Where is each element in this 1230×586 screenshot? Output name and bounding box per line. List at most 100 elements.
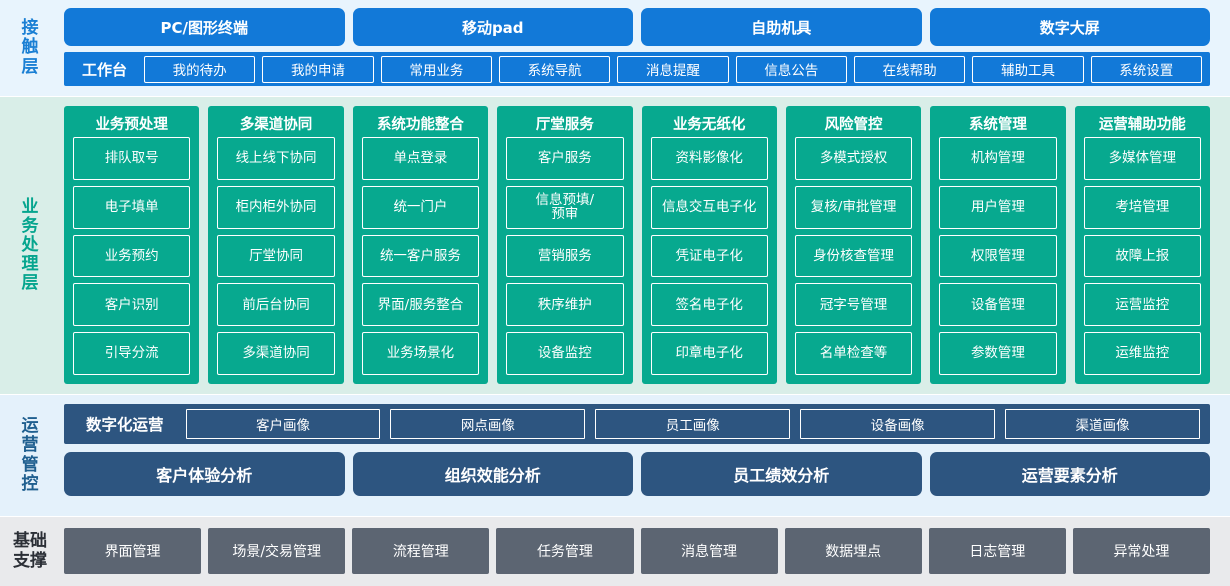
business-item[interactable]: 线上线下协同 <box>217 137 335 180</box>
layer-operations-label-char: 运 <box>21 416 39 437</box>
business-item[interactable]: 印章电子化 <box>650 332 768 375</box>
business-item[interactable]: 故障上报 <box>1083 234 1201 278</box>
analysis-employee-performance[interactable]: 员工绩效分析 <box>641 452 922 496</box>
business-item[interactable]: 营销服务 <box>506 234 624 278</box>
business-item[interactable]: 业务场景化 <box>361 332 480 375</box>
workbench-item-message-reminder[interactable]: 消息提醒 <box>617 55 729 83</box>
business-item[interactable]: 权限管理 <box>939 234 1057 278</box>
layer-business: 业 务 处 理 层 业务预处理 排队取号 电子填单 业务预约 客户识别 引导分流… <box>0 97 1230 394</box>
business-column-operation-support: 运营辅助功能 多媒体管理 考培管理 故障上报 运营监控 运维监控 <box>1074 106 1210 384</box>
portrait-device[interactable]: 设备画像 <box>800 409 996 439</box>
business-item[interactable]: 客户识别 <box>73 283 191 327</box>
business-item[interactable]: 设备监控 <box>506 332 624 375</box>
portrait-branch[interactable]: 网点画像 <box>390 409 586 439</box>
layer-operations-label-char: 管 <box>21 454 39 475</box>
channel-chip-digital-screen[interactable]: 数字大屏 <box>929 8 1210 46</box>
business-item[interactable]: 用户管理 <box>939 185 1057 229</box>
business-column-items: 机构管理 用户管理 权限管理 设备管理 参数管理 <box>939 137 1057 375</box>
business-item[interactable]: 设备管理 <box>939 283 1057 327</box>
business-item[interactable]: 机构管理 <box>939 137 1057 180</box>
layer-foundation-label-line: 支撑 <box>13 550 47 571</box>
portrait-customer[interactable]: 客户画像 <box>185 409 381 439</box>
business-item[interactable]: 客户服务 <box>506 137 624 180</box>
business-item[interactable]: 运营监控 <box>1083 283 1201 327</box>
divider <box>0 516 1230 517</box>
business-item[interactable]: 考培管理 <box>1083 185 1201 229</box>
channel-row: PC/图形终端 移动pad 自助机具 数字大屏 <box>64 8 1210 46</box>
foundation-task-management[interactable]: 任务管理 <box>496 528 634 574</box>
workbench-item-info-announcement[interactable]: 信息公告 <box>735 55 847 83</box>
business-item[interactable]: 电子填单 <box>73 185 191 229</box>
workbench-item-my-application[interactable]: 我的申请 <box>262 55 374 83</box>
layer-contact-label: 接 触 层 <box>0 0 60 96</box>
channel-chip-self-service[interactable]: 自助机具 <box>641 8 922 46</box>
business-item[interactable]: 柜内柜外协同 <box>217 185 335 229</box>
business-item[interactable]: 名单检查等 <box>794 332 913 375</box>
business-item[interactable]: 界面/服务整合 <box>361 283 480 327</box>
analysis-organizational-efficiency[interactable]: 组织效能分析 <box>352 452 633 496</box>
business-item[interactable]: 多模式授权 <box>794 137 913 180</box>
business-item[interactable]: 单点登录 <box>361 137 480 180</box>
foundation-scene-transaction-management[interactable]: 场景/交易管理 <box>208 528 346 574</box>
layer-operations-label-char: 控 <box>21 473 39 494</box>
business-item[interactable]: 信息交互电子化 <box>650 185 768 229</box>
business-item[interactable]: 统一门户 <box>361 185 480 229</box>
business-item[interactable]: 秩序维护 <box>506 283 624 327</box>
business-column-title: 厅堂服务 <box>535 117 594 133</box>
layer-foundation-label: 基础 支撑 <box>0 517 60 586</box>
business-item[interactable]: 运维监控 <box>1083 332 1201 375</box>
business-column-title: 多渠道协同 <box>239 117 313 133</box>
analysis-operation-elements[interactable]: 运营要素分析 <box>929 452 1210 496</box>
portrait-employee[interactable]: 员工画像 <box>595 409 791 439</box>
workbench-item-aux-tools[interactable]: 辅助工具 <box>972 55 1084 83</box>
business-item[interactable]: 身份核查管理 <box>794 234 913 278</box>
divider <box>0 394 1230 395</box>
layer-business-body: 业务预处理 排队取号 电子填单 业务预约 客户识别 引导分流 多渠道协同 线上线… <box>60 97 1230 394</box>
business-item[interactable]: 参数管理 <box>939 332 1057 375</box>
layer-contact-label-char: 触 <box>21 37 39 58</box>
analysis-customer-experience[interactable]: 客户体验分析 <box>64 452 345 496</box>
layer-foundation-body: 界面管理 场景/交易管理 流程管理 任务管理 消息管理 数据埋点 日志管理 异常… <box>60 517 1230 586</box>
business-item[interactable]: 多媒体管理 <box>1083 137 1201 180</box>
digital-operations-row: 数字化运营 客户画像 网点画像 员工画像 设备画像 渠道画像 <box>64 404 1210 444</box>
business-item[interactable]: 多渠道协同 <box>217 332 335 375</box>
foundation-message-management[interactable]: 消息管理 <box>640 528 778 574</box>
foundation-log-management[interactable]: 日志管理 <box>928 528 1066 574</box>
layer-operations: 运 营 管 控 数字化运营 客户画像 网点画像 员工画像 设备画像 渠道画像 客… <box>0 395 1230 516</box>
business-column-multichannel: 多渠道协同 线上线下协同 柜内柜外协同 厅堂协同 前后台协同 多渠道协同 <box>208 106 344 384</box>
foundation-ui-management[interactable]: 界面管理 <box>64 528 202 574</box>
layer-business-label-char: 理 <box>21 254 39 275</box>
workbench-item-my-todo[interactable]: 我的待办 <box>144 55 256 83</box>
business-item[interactable]: 冠字号管理 <box>794 283 913 327</box>
business-item[interactable]: 排队取号 <box>73 137 191 180</box>
foundation-exception-handling[interactable]: 异常处理 <box>1072 528 1210 574</box>
layer-business-label-char: 务 <box>21 215 39 236</box>
business-item[interactable]: 签名电子化 <box>650 283 768 327</box>
business-column-items: 排队取号 电子填单 业务预约 客户识别 引导分流 <box>73 137 191 375</box>
business-column-title: 运营辅助功能 <box>1098 117 1186 133</box>
business-column-preprocessing: 业务预处理 排队取号 电子填单 业务预约 客户识别 引导分流 <box>64 106 200 384</box>
business-item[interactable]: 资料影像化 <box>650 137 768 180</box>
workbench-item-system-settings[interactable]: 系统设置 <box>1090 55 1202 83</box>
business-item[interactable]: 厅堂协同 <box>217 234 335 278</box>
business-column-system-integration: 系统功能整合 单点登录 统一门户 统一客户服务 界面/服务整合 业务场景化 <box>352 106 489 384</box>
layer-operations-body: 数字化运营 客户画像 网点画像 员工画像 设备画像 渠道画像 客户体验分析 组织… <box>60 395 1230 516</box>
workbench-item-system-navigation[interactable]: 系统导航 <box>499 55 611 83</box>
channel-chip-mobile-pad[interactable]: 移动pad <box>352 8 633 46</box>
business-item[interactable]: 统一客户服务 <box>361 234 480 278</box>
business-item[interactable]: 信息预填/ 预审 <box>506 185 624 229</box>
business-item[interactable]: 前后台协同 <box>217 283 335 327</box>
foundation-process-management[interactable]: 流程管理 <box>352 528 490 574</box>
business-item[interactable]: 引导分流 <box>73 332 191 375</box>
business-item[interactable]: 凭证电子化 <box>650 234 768 278</box>
business-item[interactable]: 业务预约 <box>73 234 191 278</box>
foundation-data-tracking[interactable]: 数据埋点 <box>784 528 922 574</box>
channel-chip-pc[interactable]: PC/图形终端 <box>64 8 345 46</box>
business-column-risk-control: 风险管控 多模式授权 复核/审批管理 身份核查管理 冠字号管理 名单检查等 <box>785 106 922 384</box>
business-item[interactable]: 复核/审批管理 <box>794 185 913 229</box>
business-column-items: 线上线下协同 柜内柜外协同 厅堂协同 前后台协同 多渠道协同 <box>217 137 335 375</box>
workbench-item-common-business[interactable]: 常用业务 <box>380 55 492 83</box>
portrait-channel[interactable]: 渠道画像 <box>1005 409 1200 439</box>
business-column-items: 客户服务 信息预填/ 预审 营销服务 秩序维护 设备监控 <box>506 137 624 375</box>
workbench-item-online-help[interactable]: 在线帮助 <box>853 55 966 83</box>
